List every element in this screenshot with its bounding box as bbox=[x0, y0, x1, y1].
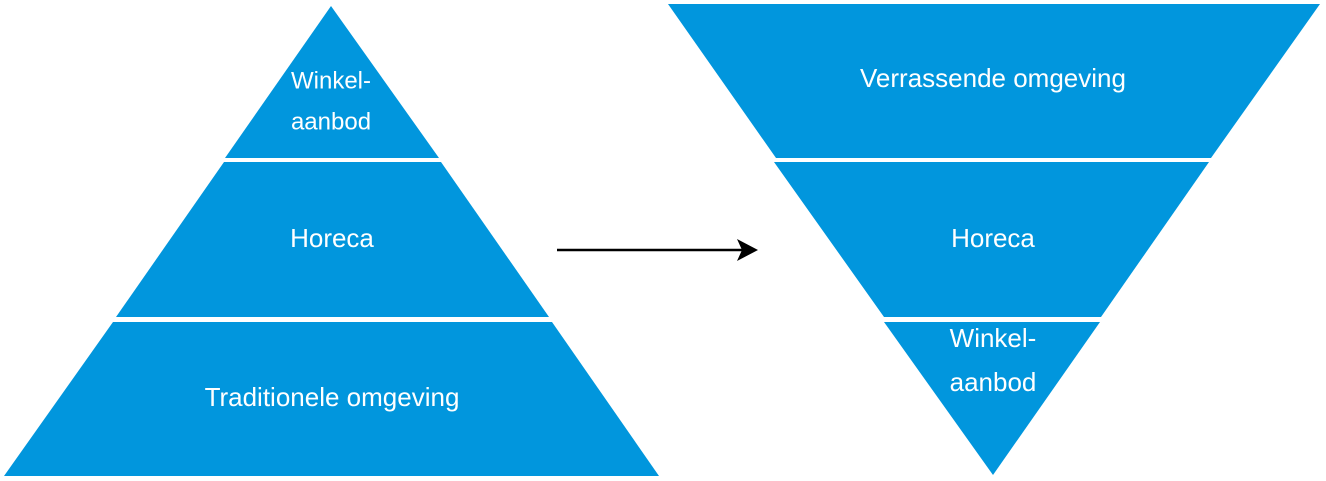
right-pyramid: Verrassende omgeving Horeca Winkel- aanb… bbox=[668, 4, 1320, 475]
right-pyramid-bottom-segment bbox=[884, 322, 1100, 475]
left-top-label-line1: Winkel- bbox=[291, 67, 371, 94]
arrow-head bbox=[737, 239, 758, 261]
left-bottom-label: Traditionele omgeving bbox=[205, 382, 460, 412]
left-pyramid-top-segment bbox=[225, 6, 439, 158]
left-pyramid-middle-segment bbox=[116, 162, 549, 317]
left-middle-label: Horeca bbox=[290, 223, 374, 253]
right-pyramid-middle-segment bbox=[774, 162, 1209, 317]
right-bottom-label-line1: Winkel- bbox=[950, 323, 1037, 353]
arrow-right-icon bbox=[557, 239, 758, 261]
right-top-label: Verrassende omgeving bbox=[860, 63, 1126, 93]
left-pyramid: Winkel- aanbod Horeca Traditionele omgev… bbox=[4, 6, 659, 476]
left-top-label-line2: aanbod bbox=[291, 108, 371, 135]
right-bottom-label-line2: aanbod bbox=[950, 367, 1037, 397]
right-middle-label: Horeca bbox=[951, 223, 1035, 253]
right-pyramid-top-segment bbox=[668, 4, 1320, 158]
left-pyramid-bottom-segment bbox=[4, 322, 659, 476]
